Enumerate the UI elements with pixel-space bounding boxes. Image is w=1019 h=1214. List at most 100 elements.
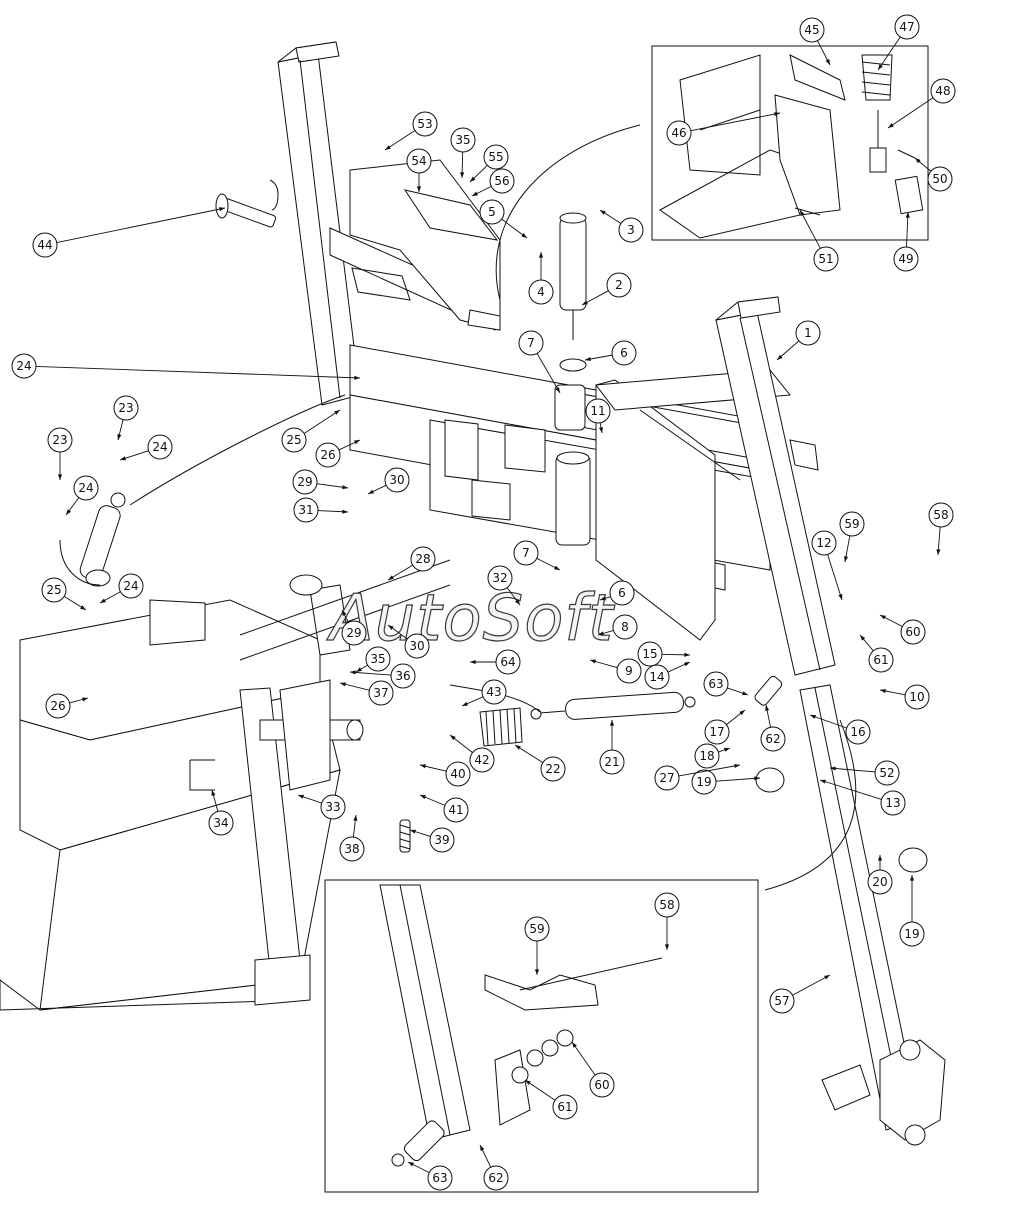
callout-number: 62 [488,1171,503,1185]
callout-42: 42 [449,734,495,773]
leader-arrowhead [354,375,360,380]
callout-circle [894,14,920,40]
detail-inset-top [651,45,929,241]
leader-line [715,777,761,782]
callout-24: 24 [99,573,144,604]
callout-number: 18 [699,749,714,763]
callout-35: 35 [450,127,476,179]
leader-arrowhead [820,779,826,784]
callout-24: 24 [65,475,99,516]
callout-circle [483,144,509,170]
leader-arrowhead [354,440,360,445]
leader-arrowhead [410,829,416,834]
leader-line [56,207,226,244]
callout-17: 17 [704,709,746,745]
leader-arrowhead [838,594,843,600]
callout-35: 35 [355,646,391,673]
leader-line [906,211,909,248]
leader-arrowhead [572,1042,577,1048]
callout-50: 50 [914,157,953,192]
callout-62: 62 [479,1144,509,1191]
leader-arrowhead [416,186,422,192]
callout-circle [899,921,925,947]
leader-arrowhead [385,145,391,150]
callout-26: 26 [315,439,361,468]
leader-arrowhead [585,356,591,362]
leader-arrowhead [534,969,540,975]
callout-48: 48 [887,78,956,129]
callout-circle [487,565,513,591]
leader-line [303,409,341,434]
callout-number: 14 [649,670,664,684]
callout-circle [585,398,611,424]
callout-63: 63 [407,1161,453,1191]
callout-56: 56 [471,168,515,197]
leader-arrowhead [117,434,122,440]
leader-arrowhead [734,763,740,769]
callout-circle [118,573,144,599]
leader-arrowhead [368,489,374,494]
leader-line [35,365,361,379]
leader-arrowhead [878,64,883,70]
callout-number: 24 [78,481,93,495]
callout-number: 64 [500,655,515,669]
callout-circle [893,246,919,272]
callout-23: 23 [47,427,73,480]
leader-arrowhead [350,670,356,675]
callout-number: 26 [50,699,65,713]
callout-circle [644,664,670,690]
callout-circle [552,1094,578,1120]
leader-line [384,130,416,151]
callout-55: 55 [469,144,509,183]
callout-10: 10 [879,684,930,710]
callout-number: 36 [395,669,410,683]
callout-circle [599,749,625,775]
leader-line [690,112,781,132]
callout-number: 40 [450,767,465,781]
leader-arrowhead [774,112,780,117]
callout-number: 58 [659,898,674,912]
callout-number: 4 [537,285,545,299]
leader-arrowhead [460,172,465,178]
callout-circle [406,148,432,174]
leader-arrowhead [600,596,606,601]
callout-circle [606,272,632,298]
callout-number: 9 [625,664,633,678]
callout-14: 14 [644,661,691,690]
leader-line [819,779,882,800]
leader-arrowhead [525,1080,531,1085]
leader-arrowhead [765,705,770,711]
callout-number: 16 [850,725,865,739]
leader-line [792,974,831,996]
leader-arrowhead [598,427,604,433]
callout-circle [113,395,139,421]
leader-arrowhead [888,123,894,128]
leader-arrowhead [860,635,866,641]
leader-arrowhead [211,790,216,796]
callout-number: 31 [298,503,313,517]
callout-circle [589,1072,615,1098]
leader-arrowhead [342,610,347,616]
callout-52: 52 [829,760,900,786]
callout-59: 59 [524,916,550,975]
callout-number: 26 [320,448,335,462]
callout-1: 1 [776,320,821,361]
callout-number: 58 [933,508,948,522]
callout-24: 24 [11,353,361,380]
callout-circle [208,810,234,836]
callout-12: 12 [811,530,843,601]
callout-number: 48 [935,84,950,98]
callout-60: 60 [571,1041,615,1098]
leader-line [829,767,876,773]
callout-circle [927,166,953,192]
leader-arrowhead [880,615,886,620]
leader-arrowhead [100,598,106,603]
leader-arrowhead [462,701,468,706]
leader-line [678,764,741,777]
callout-36: 36 [349,663,416,689]
callout-number: 57 [774,994,789,1008]
callout-number: 44 [37,238,52,252]
leader-line [349,671,392,676]
callout-circle [11,353,37,379]
